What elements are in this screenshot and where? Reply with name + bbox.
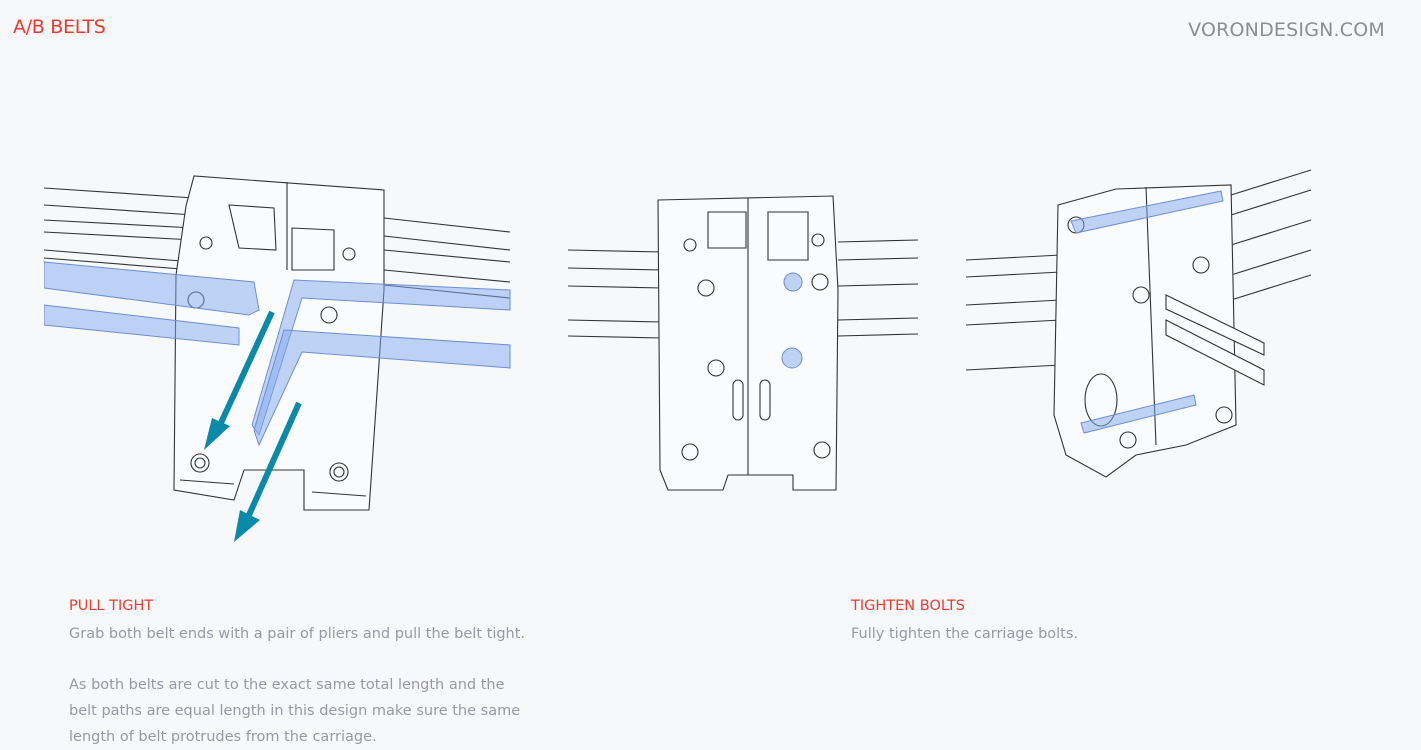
- pull-arrows: [204, 310, 302, 542]
- bolt-highlight: [1070, 190, 1224, 434]
- page-title: A/B BELTS: [13, 16, 106, 38]
- carriage-front-illustration: [568, 195, 919, 491]
- extrusion-rail: [966, 169, 1312, 371]
- step-text: Fully tighten the carriage bolts.: [851, 626, 1079, 642]
- step-heading-pull-tight: PULL TIGHT: [69, 598, 154, 614]
- pull-tight-illustration: [44, 175, 511, 542]
- bolt-highlight: [781, 272, 803, 369]
- belt-highlight: [44, 261, 511, 447]
- step-heading-tighten-bolts: TIGHTEN BOLTS: [851, 598, 965, 614]
- extrusion-rail: [568, 239, 919, 339]
- site-name: VORONDESIGN.COM: [1188, 19, 1385, 41]
- carriage-rear-illustration: [966, 169, 1312, 478]
- carriage: [657, 195, 839, 491]
- step-text: Grab both belt ends with a pair of plier…: [69, 626, 526, 642]
- step-text: As both belts are cut to the exact same …: [69, 677, 521, 745]
